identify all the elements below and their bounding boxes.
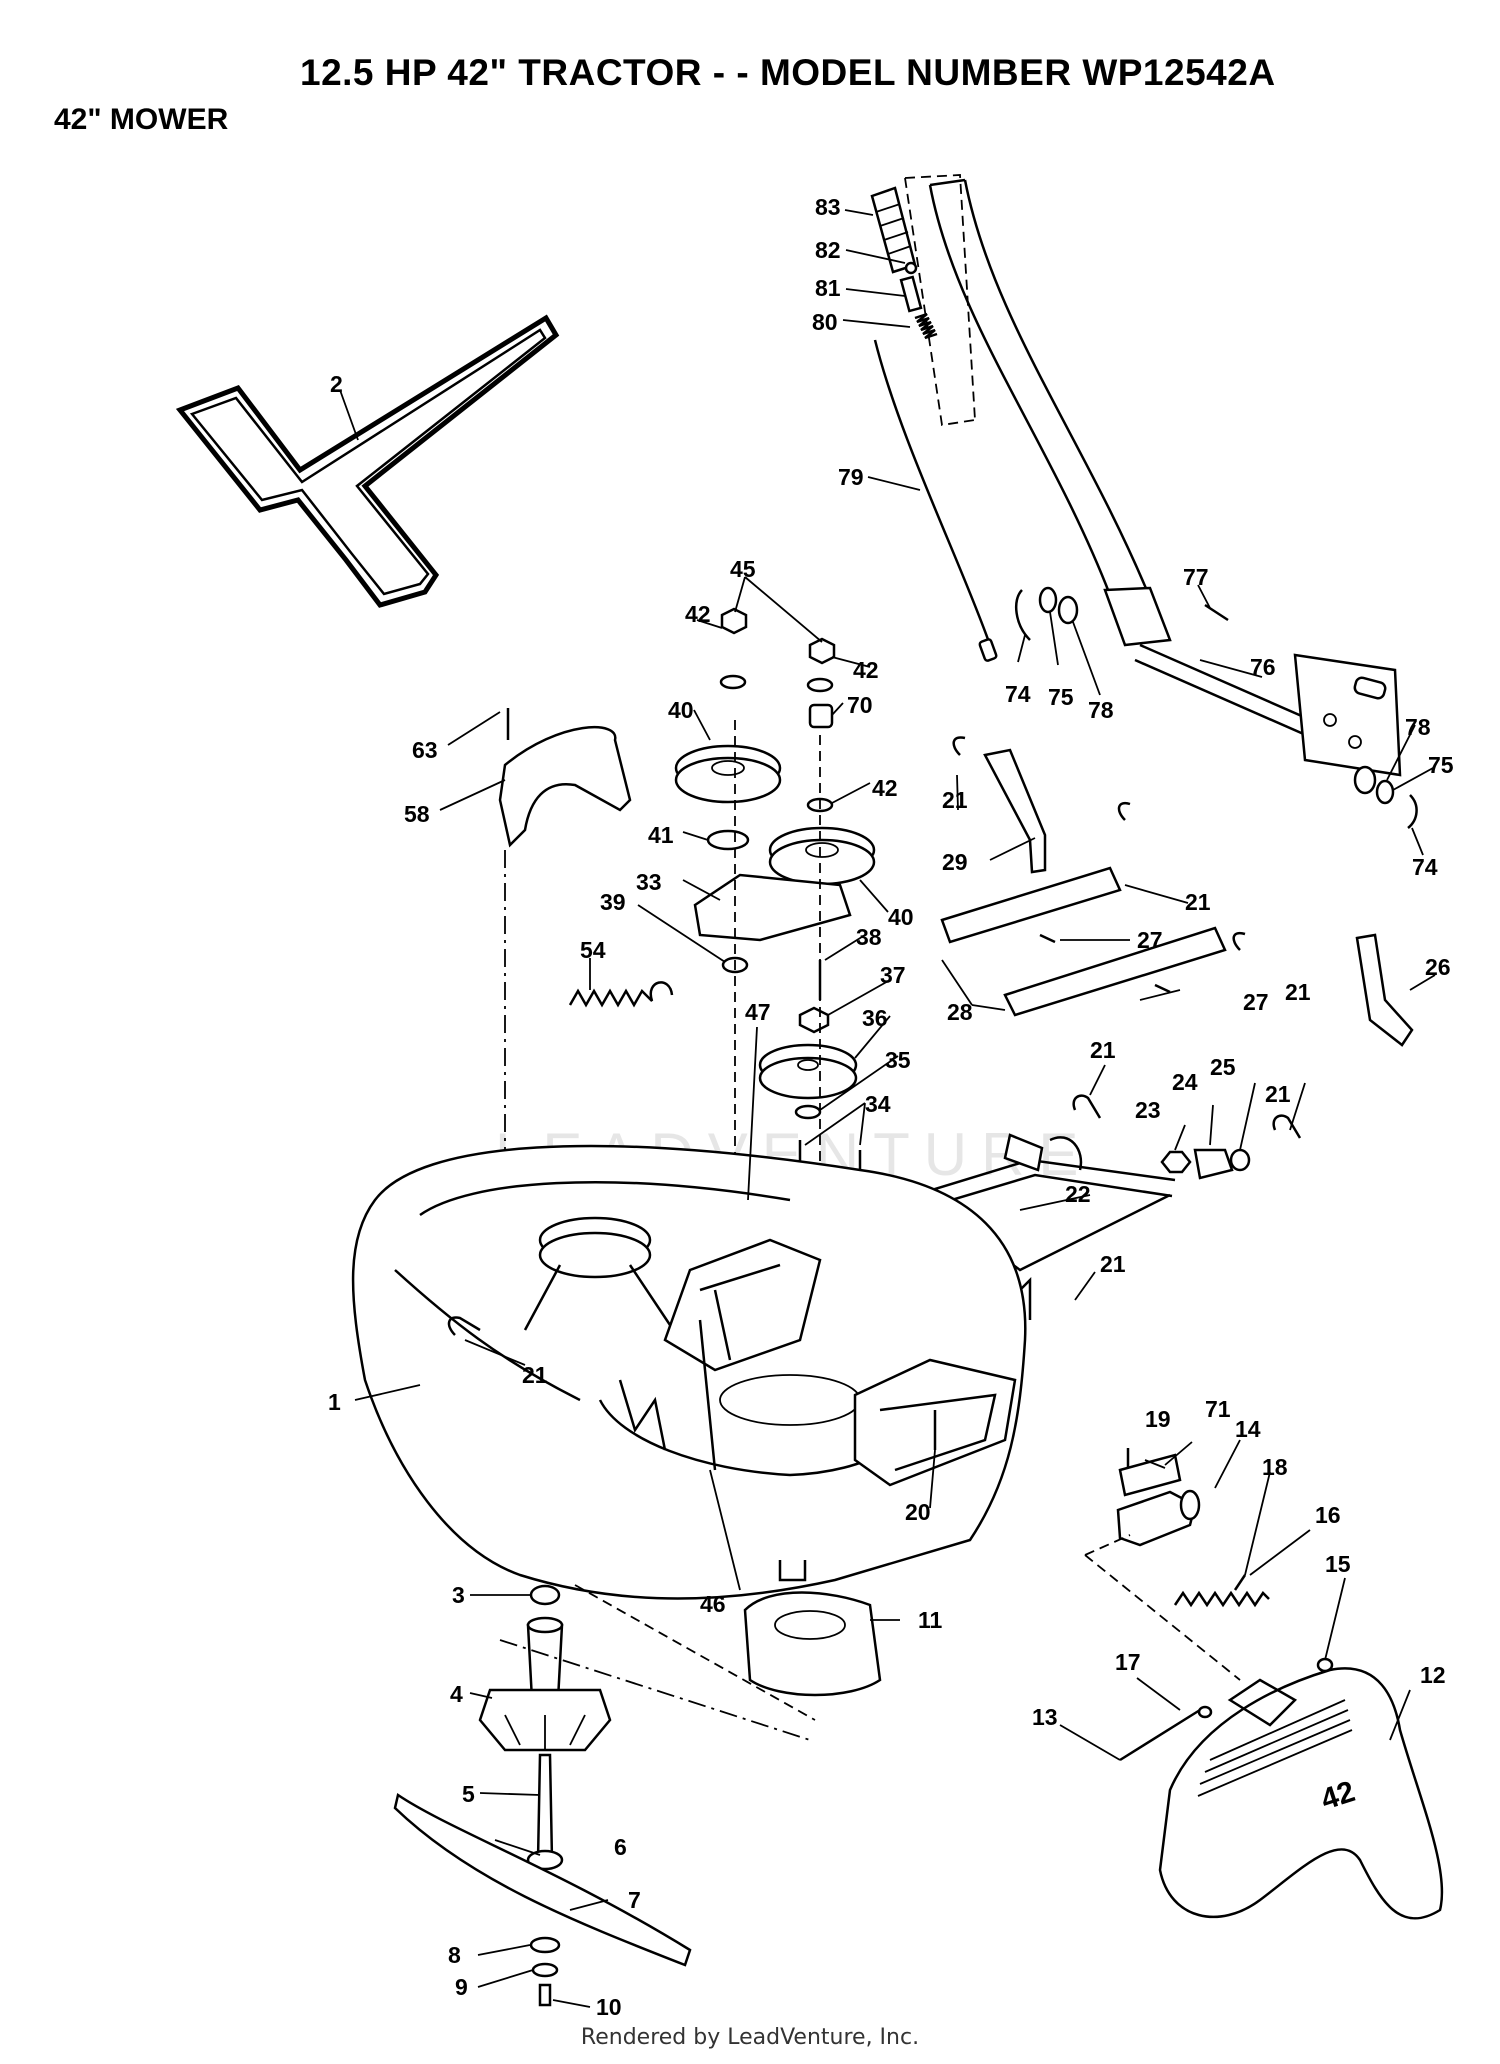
spring (568, 981, 674, 1008)
footer-credit: Rendered by LeadVenture, Inc. (580, 2025, 920, 2050)
callout-8: 8 (448, 1942, 461, 1968)
callout-78a: 78 (1088, 697, 1114, 723)
blade-spindle (393, 1584, 882, 2007)
callout-75b: 75 (1428, 752, 1454, 778)
callout-21g: 21 (522, 1362, 548, 1388)
discharge-chute: 42 (1119, 1667, 1444, 1920)
callout-74a: 74 (1005, 681, 1031, 707)
callout-21c: 21 (1285, 979, 1311, 1005)
callout-10: 10 (596, 1994, 622, 2020)
callout-42b: 42 (853, 657, 879, 683)
callout-13: 13 (1032, 1704, 1058, 1730)
callout-63: 63 (412, 737, 438, 763)
callout-38: 38 (856, 924, 882, 950)
callout-76: 76 (1250, 654, 1276, 680)
callout-15: 15 (1325, 1551, 1351, 1577)
callout-25: 25 (1210, 1054, 1236, 1080)
callout-21d: 21 (1090, 1037, 1116, 1063)
callout-77: 77 (1183, 564, 1209, 590)
callout-9: 9 (455, 1974, 468, 2000)
callout-36: 36 (862, 1005, 888, 1031)
callout-21f: 21 (1100, 1251, 1126, 1277)
callout-14: 14 (1235, 1416, 1261, 1442)
section-title: 42" MOWER (54, 103, 229, 136)
callout-19: 19 (1145, 1406, 1171, 1432)
callout-6: 6 (614, 1834, 627, 1860)
belt (175, 314, 560, 608)
hairpin-clips (447, 1094, 1302, 1336)
lift-shaft (1014, 586, 1418, 829)
callout-18: 18 (1262, 1454, 1288, 1480)
mower-deck (351, 1144, 1027, 1600)
callout-79: 79 (838, 464, 864, 490)
callout-5: 5 (462, 1781, 475, 1807)
chute-bracket (1084, 1448, 1334, 1681)
callout-74b: 74 (1412, 854, 1438, 880)
callout-45: 45 (730, 556, 756, 582)
callout-41: 41 (648, 822, 674, 848)
callout-22: 22 (1065, 1181, 1091, 1207)
callout-40a: 40 (668, 697, 694, 723)
callout-24: 24 (1172, 1069, 1198, 1095)
callout-82: 82 (815, 237, 841, 263)
callout-27a: 27 (1137, 927, 1163, 953)
callout-81: 81 (815, 275, 841, 301)
callout-3: 3 (452, 1582, 465, 1608)
callout-16: 16 (1315, 1502, 1341, 1528)
callout-42c: 42 (872, 775, 898, 801)
callout-17: 17 (1115, 1649, 1141, 1675)
callout-70: 70 (847, 692, 873, 718)
lift-handle (870, 174, 1152, 662)
callout-37: 37 (880, 962, 906, 988)
idler-assembly (674, 607, 876, 1360)
callout-47: 47 (745, 999, 771, 1025)
callout-7: 7 (628, 1887, 641, 1913)
callout-58: 58 (404, 801, 430, 827)
belt-guard (498, 708, 632, 1280)
callout-28: 28 (947, 999, 973, 1025)
callout-34: 34 (865, 1091, 891, 1117)
callout-39: 39 (600, 889, 626, 915)
callout-21a: 21 (942, 787, 968, 813)
callout-80: 80 (812, 309, 838, 335)
callout-71: 71 (1205, 1396, 1231, 1422)
callout-12: 12 (1420, 1662, 1446, 1688)
callout-21e: 21 (1265, 1081, 1291, 1107)
callout-29: 29 (942, 849, 968, 875)
callout-33: 33 (636, 869, 662, 895)
callout-35: 35 (885, 1047, 911, 1073)
lift-links (940, 736, 1414, 1047)
callout-42a: 42 (685, 601, 711, 627)
callout-27b: 27 (1243, 989, 1269, 1015)
callout-75a: 75 (1048, 684, 1074, 710)
callout-1: 1 (328, 1389, 341, 1415)
page-title: 12.5 HP 42" TRACTOR - - MODEL NUMBER WP1… (300, 52, 1276, 93)
callout-20: 20 (905, 1499, 931, 1525)
callout-2: 2 (330, 371, 343, 397)
callout-23: 23 (1135, 1097, 1161, 1123)
callout-78b: 78 (1405, 714, 1431, 740)
leader-lines (339, 209, 1436, 2008)
callout-83: 83 (815, 194, 841, 220)
callout-4: 4 (450, 1681, 463, 1707)
callout-26: 26 (1425, 954, 1451, 980)
callout-21b: 21 (1185, 889, 1211, 915)
callouts: 83 82 81 80 79 2 45 42 42 70 40 42 41 33… (328, 194, 1454, 2020)
callout-54: 54 (580, 937, 606, 963)
callout-46: 46 (700, 1591, 726, 1617)
callout-40b: 40 (888, 904, 914, 930)
callout-11: 11 (918, 1607, 943, 1633)
